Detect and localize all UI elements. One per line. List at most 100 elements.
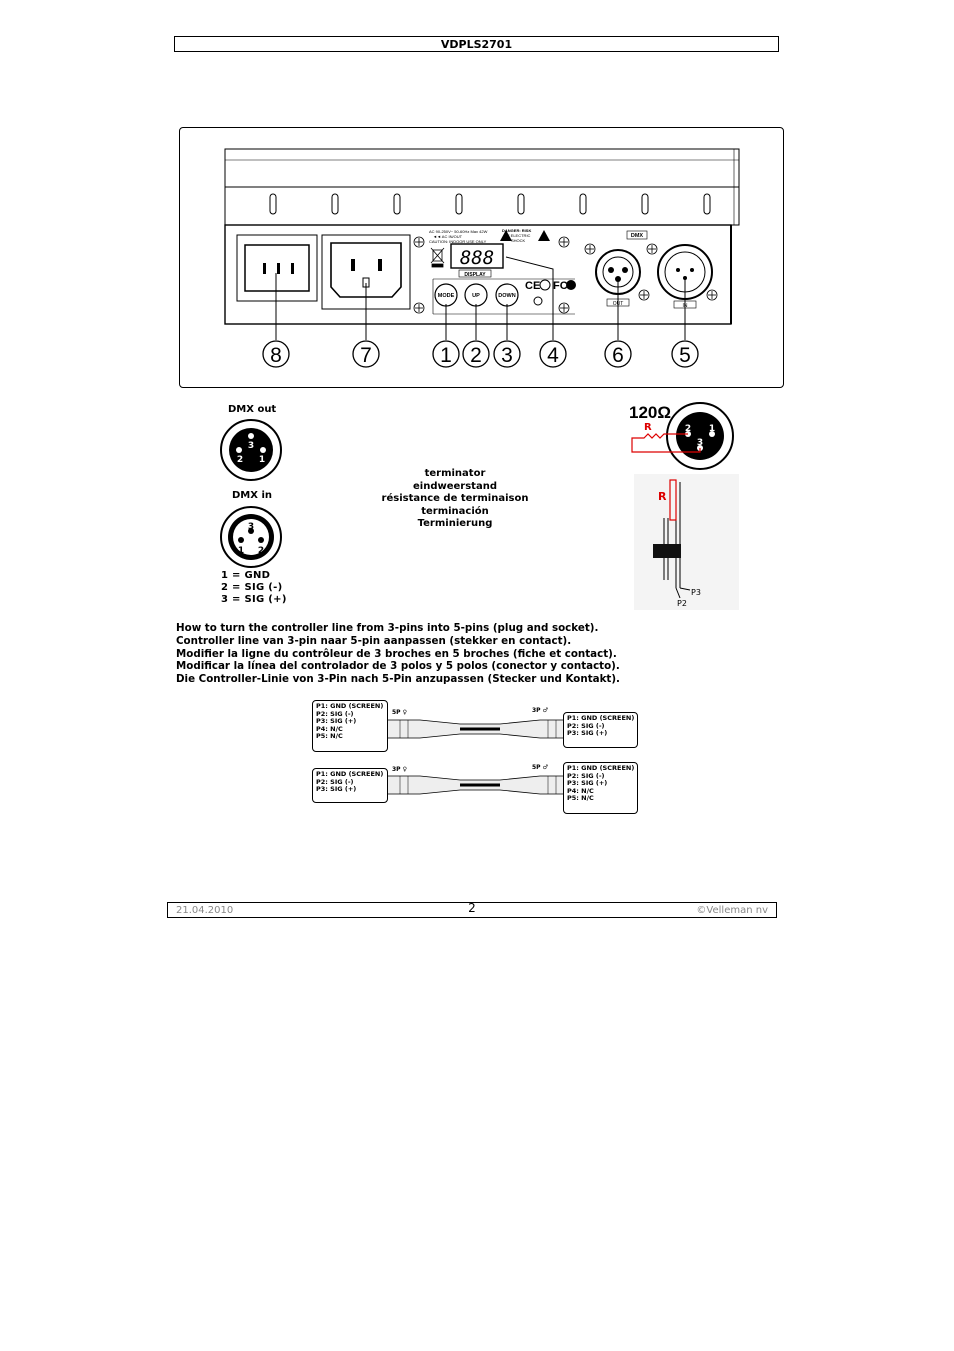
pin-line: P1: GND (SCREEN) <box>567 714 635 722</box>
svg-text:CE: CE <box>525 280 540 292</box>
down-button-label: DOWN <box>498 293 515 299</box>
vent-slots <box>269 193 711 215</box>
term-pin-2: 2 <box>685 424 691 434</box>
pin-line: P3: SIG (+) <box>567 779 608 787</box>
terminator-translations: terminator eindweerstand résistance de t… <box>360 468 550 531</box>
dmx-out-pin-1: 1 <box>259 455 265 465</box>
terminator-diagram: 120Ω 2 1 3 R R P3 P2 <box>629 402 739 610</box>
dmx-out-title: DMX out <box>228 404 277 415</box>
callout-2: 2 <box>470 344 482 367</box>
callout-4: 4 <box>547 344 559 367</box>
display-label: DISPLAY <box>464 272 486 278</box>
screw-icon <box>413 236 718 314</box>
callout-8: 8 <box>270 344 282 367</box>
warning-labels: AC 90-250V~ 50-60Hz Max 42W ◄◄ AC IN/OUT… <box>429 228 531 244</box>
cable2-right-pins: P1: GND (SCREEN) P2: SIG (-) P3: SIG (+)… <box>563 762 638 814</box>
pin-legend-line: 2 = SIG (-) <box>221 582 283 593</box>
header-title-box: VDPLS2701 <box>174 36 779 52</box>
pin-line: P4: N/C <box>567 786 594 795</box>
label-acio: ◄◄ AC IN/OUT <box>433 234 463 239</box>
document-title: VDPLS2701 <box>440 38 513 51</box>
ac-in-socket <box>236 234 318 302</box>
label-caution: CAUTION: INDOOR USE ONLY <box>429 239 487 244</box>
page-number: 2 <box>468 901 476 915</box>
callout-7: 7 <box>360 344 372 367</box>
label-danger1: DANGER: RISK <box>502 228 531 233</box>
cable-3p-to-5p-drawing: 3P ♀ 5P ♂ <box>385 764 567 795</box>
pin-legend: 1 = GND 2 = SIG (-) 3 = SIG (+) <box>221 570 287 606</box>
rear-panel-diagram: AC 90-250V~ 50-60Hz Max 42W ◄◄ AC IN/OUT… <box>224 148 740 368</box>
conversion-line: Controller line van 3-pin naar 5-pin aan… <box>176 634 572 647</box>
footer-copyright: ©Velleman nv <box>696 905 768 916</box>
certification-logos: CE FC <box>525 279 576 306</box>
dmx-in-pin-3: 3 <box>248 522 254 532</box>
dmx-out-pin-2: 2 <box>237 455 243 465</box>
rear-panel-figure-frame <box>179 127 784 388</box>
pin-legend-line: 3 = SIG (+) <box>221 594 287 605</box>
pin-line: P3: SIG (+) <box>316 785 357 793</box>
svg-text:FC: FC <box>553 280 568 292</box>
pin-line: P2: SIG (-) <box>316 709 354 718</box>
pin-line: P1: GND (SCREEN) <box>316 770 384 778</box>
term-pin-3: 3 <box>697 438 703 448</box>
pin-line: P5: N/C <box>567 794 594 802</box>
cable2-left-pins: P1: GND (SCREEN) P2: SIG (-) P3: SIG (+) <box>312 768 388 803</box>
dmx-label: DMX <box>631 233 644 239</box>
dmx-in-pin-1: 1 <box>238 546 244 556</box>
cable1-right-pins: P1: GND (SCREEN) P2: SIG (-) P3: SIG (+) <box>563 712 638 748</box>
label-danger3: SHOCK <box>511 238 526 243</box>
cable-5p-to-3p-drawing: 5P ♀ 3P ♂ <box>385 707 567 739</box>
ohm-value: 120Ω <box>629 403 671 422</box>
led-display <box>450 243 504 269</box>
term-line: résistance de terminaison <box>381 493 529 504</box>
conversion-instructions: How to turn the controller line from 3-p… <box>176 622 620 686</box>
cable1-right-tag: 3P ♂ <box>532 707 548 714</box>
conversion-line: Modificar la línea del controlador de 3 … <box>176 660 620 673</box>
dmx-in-pin-2: 2 <box>258 546 264 556</box>
term-line: eindweerstand <box>413 480 497 492</box>
pin-line: P3: SIG (+) <box>316 717 357 725</box>
ac-out-socket <box>321 234 411 310</box>
resistor-label-2: R <box>658 490 667 503</box>
callout-6: 6 <box>612 344 624 367</box>
resistor-label: R <box>644 422 652 433</box>
footer-box: 21.04.2010 2 ©Velleman nv <box>167 901 777 918</box>
conversion-line: How to turn the controller line from 3-p… <box>176 622 599 634</box>
term-pin-1: 1 <box>709 424 715 434</box>
weee-icon <box>430 247 445 268</box>
display-digits: 888 <box>460 247 494 269</box>
dmx-out-pinout: 3 2 1 <box>220 419 282 481</box>
term-line: Terminierung <box>417 518 493 529</box>
cable2-right-tag: 5P ♂ <box>532 764 548 771</box>
pin-line: P2: SIG (-) <box>316 777 354 786</box>
mode-button-label: MODE <box>438 293 455 299</box>
cable1-left-tag: 5P ♀ <box>392 709 407 716</box>
p3-label: P3 <box>691 588 701 597</box>
label-ac: AC 90-250V~ 50-60Hz Max 42W <box>429 229 488 234</box>
pin-line: P1: GND (SCREEN) <box>316 702 384 710</box>
pin-line: P5: N/C <box>316 732 343 740</box>
pin-line: P2: SIG (-) <box>567 771 605 780</box>
dmx-in-pinout: 3 1 2 <box>220 506 282 568</box>
p2-label: P2 <box>677 599 687 608</box>
dmx-in-title: DMX in <box>232 490 272 501</box>
callout-5: 5 <box>679 344 691 367</box>
term-line: terminator <box>424 468 486 479</box>
pin-legend-line: 1 = GND <box>221 570 271 581</box>
term-line: terminación <box>421 505 489 517</box>
callout-3: 3 <box>501 344 513 367</box>
conversion-line: Modifier la ligne du contrôleur de 3 bro… <box>176 647 617 660</box>
pin-line: P3: SIG (+) <box>567 729 608 737</box>
footer-date: 21.04.2010 <box>176 905 234 916</box>
pin-line: P4: N/C <box>316 724 343 733</box>
cable1-left-pins: P1: GND (SCREEN) P2: SIG (-) P3: SIG (+)… <box>312 700 388 752</box>
pin-line: P1: GND (SCREEN) <box>567 764 635 772</box>
warning-triangle-icon <box>500 230 550 241</box>
leader-lines <box>275 256 686 340</box>
label-danger2: OF ELECTRIC <box>504 233 531 238</box>
dmx-out-pin-3: 3 <box>248 441 254 451</box>
pin-line: P2: SIG (-) <box>567 721 605 730</box>
cable2-left-tag: 3P ♀ <box>392 766 407 773</box>
callout-1: 1 <box>440 344 452 367</box>
up-button-label: UP <box>472 293 480 299</box>
